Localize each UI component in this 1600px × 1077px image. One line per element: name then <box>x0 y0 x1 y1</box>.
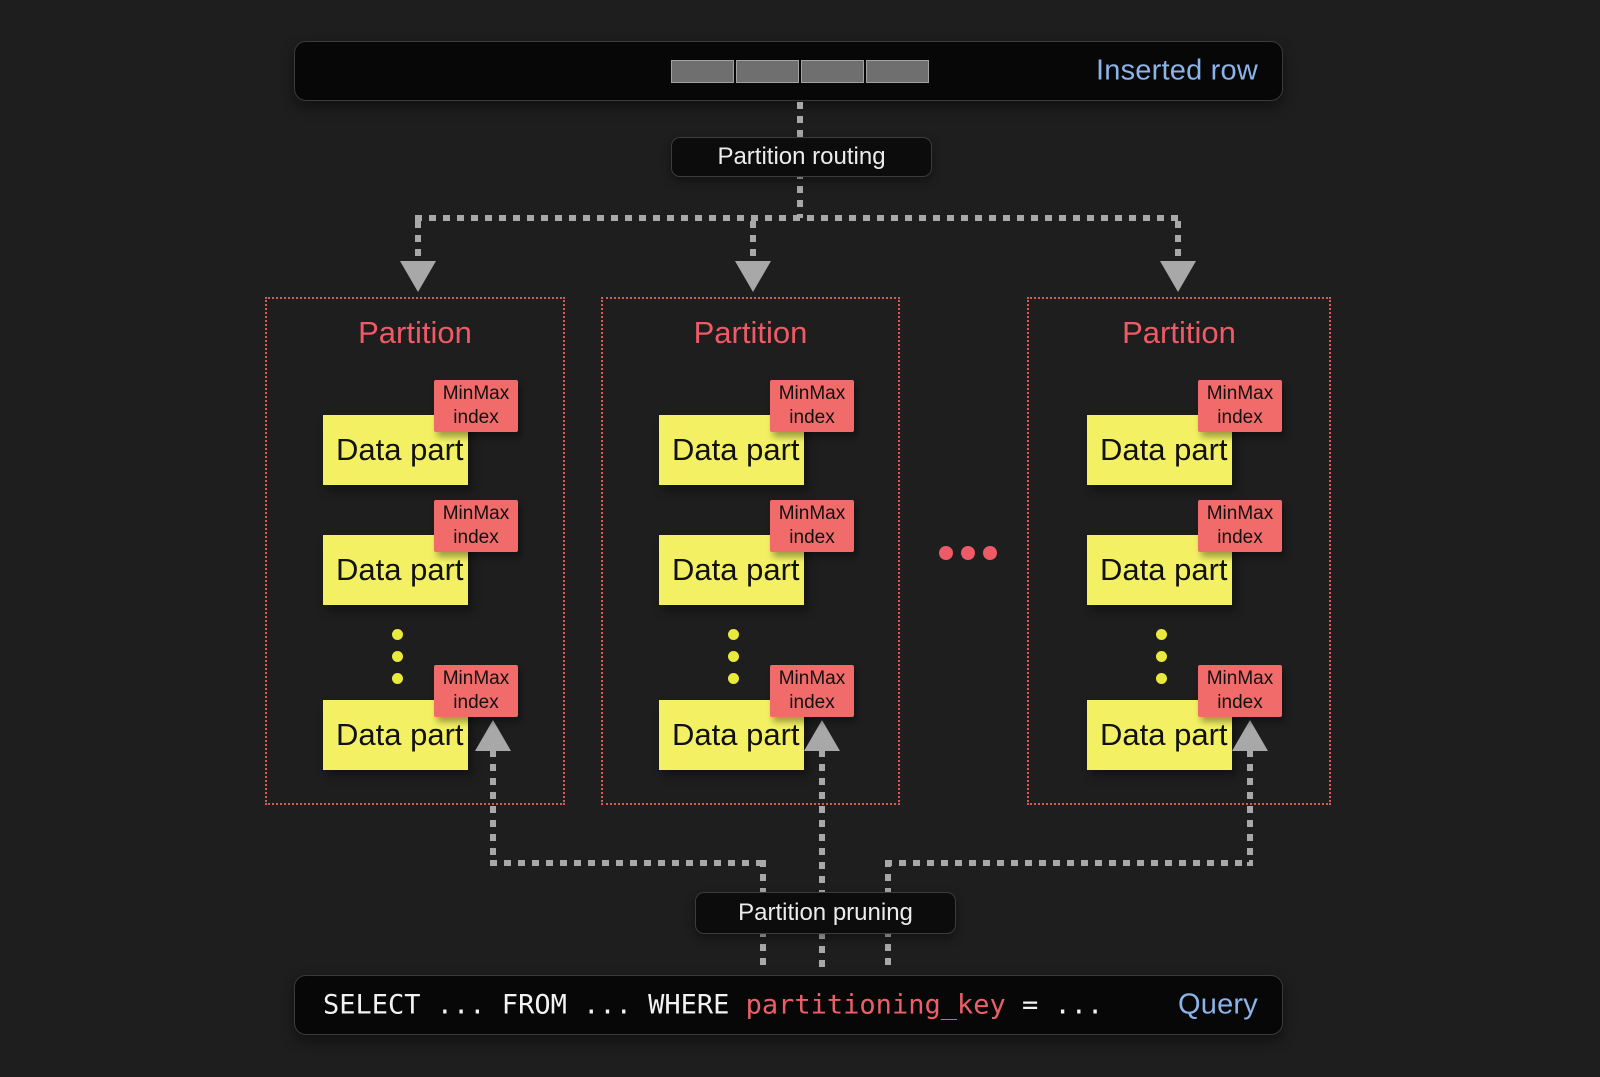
partition-title: Partition <box>1122 315 1236 350</box>
partition-routing-label: Partition routing <box>671 137 932 177</box>
row-segment <box>801 60 864 83</box>
pruning-line <box>819 750 825 968</box>
partition-box-3: Partition MinMax index Data part MinMax … <box>1027 297 1331 805</box>
data-part-group: MinMax index Data part <box>659 380 854 485</box>
inserted-row-label: Inserted row <box>1096 54 1258 87</box>
ellipsis-dot <box>392 651 403 662</box>
minmax-index-tag: MinMax index <box>770 500 854 552</box>
ellipsis-dot <box>1156 651 1167 662</box>
up-arrow-icon <box>1232 720 1268 751</box>
minmax-index-tag: MinMax index <box>1198 665 1282 717</box>
partition-pruning-label: Partition pruning <box>695 892 956 934</box>
data-part-group: MinMax index Data part <box>323 500 518 605</box>
down-arrow-icon <box>1160 261 1196 292</box>
data-part-group: MinMax index Data part <box>323 665 518 770</box>
data-part-group: MinMax index Data part <box>659 500 854 605</box>
sql-partitioning-key: partitioning_key <box>745 989 1006 1021</box>
pruning-line <box>490 750 496 866</box>
partition-box-2: Partition MinMax index Data part MinMax … <box>601 297 900 805</box>
more-parts-ellipsis-icon <box>1156 629 1167 684</box>
pruning-line <box>490 860 766 866</box>
row-segment <box>866 60 929 83</box>
data-part-group: MinMax index Data part <box>323 380 518 485</box>
data-part-group: MinMax index Data part <box>1087 500 1282 605</box>
ellipsis-dot <box>983 546 997 560</box>
ellipsis-dot <box>728 629 739 640</box>
minmax-index-tag: MinMax index <box>770 380 854 432</box>
partition-title: Partition <box>358 315 472 350</box>
down-arrow-icon <box>735 261 771 292</box>
ellipsis-dot <box>392 673 403 684</box>
inserted-row-bar: Inserted row <box>294 41 1283 101</box>
ellipsis-dot <box>961 546 975 560</box>
partition-pruning-text: Partition pruning <box>738 899 913 926</box>
ellipsis-dot <box>1156 673 1167 684</box>
routing-drop-line <box>750 221 756 263</box>
data-part-group: MinMax index Data part <box>1087 380 1282 485</box>
ellipsis-dot <box>939 546 953 560</box>
ellipsis-dot <box>728 673 739 684</box>
sql-post: = ... <box>1005 989 1104 1021</box>
up-arrow-icon <box>475 720 511 751</box>
row-segments-icon <box>671 60 929 83</box>
ellipsis-dot <box>728 651 739 662</box>
minmax-index-tag: MinMax index <box>434 380 518 432</box>
query-label: Query <box>1178 988 1258 1021</box>
partition-box-1: Partition MinMax index Data part MinMax … <box>265 297 565 805</box>
row-segment <box>736 60 799 83</box>
more-partitions-ellipsis-icon <box>939 546 997 560</box>
more-parts-ellipsis-icon <box>728 629 739 684</box>
minmax-index-tag: MinMax index <box>434 665 518 717</box>
minmax-index-tag: MinMax index <box>434 500 518 552</box>
pruning-line <box>1247 750 1253 866</box>
data-part-group: MinMax index Data part <box>1087 665 1282 770</box>
ellipsis-dot <box>1156 629 1167 640</box>
data-part-box: Data part <box>1087 535 1232 605</box>
minmax-index-tag: MinMax index <box>770 665 854 717</box>
down-arrow-icon <box>400 261 436 292</box>
query-bar: SELECT ... FROM ... WHERE partitioning_k… <box>294 975 1283 1035</box>
partition-routing-text: Partition routing <box>717 143 886 170</box>
row-segment <box>671 60 734 83</box>
ellipsis-dot <box>392 629 403 640</box>
sql-pre: SELECT ... FROM ... WHERE <box>323 989 746 1021</box>
more-parts-ellipsis-icon <box>392 629 403 684</box>
up-arrow-icon <box>804 720 840 751</box>
pruning-line <box>885 860 1253 866</box>
minmax-index-tag: MinMax index <box>1198 500 1282 552</box>
sql-query-text: SELECT ... FROM ... WHERE partitioning_k… <box>323 990 1103 1021</box>
partition-title: Partition <box>693 315 808 350</box>
routing-drop-line <box>415 221 421 263</box>
routing-branch-line <box>415 215 1181 221</box>
data-part-group: MinMax index Data part <box>659 665 854 770</box>
routing-drop-line <box>1175 221 1181 263</box>
minmax-index-tag: MinMax index <box>1198 380 1282 432</box>
